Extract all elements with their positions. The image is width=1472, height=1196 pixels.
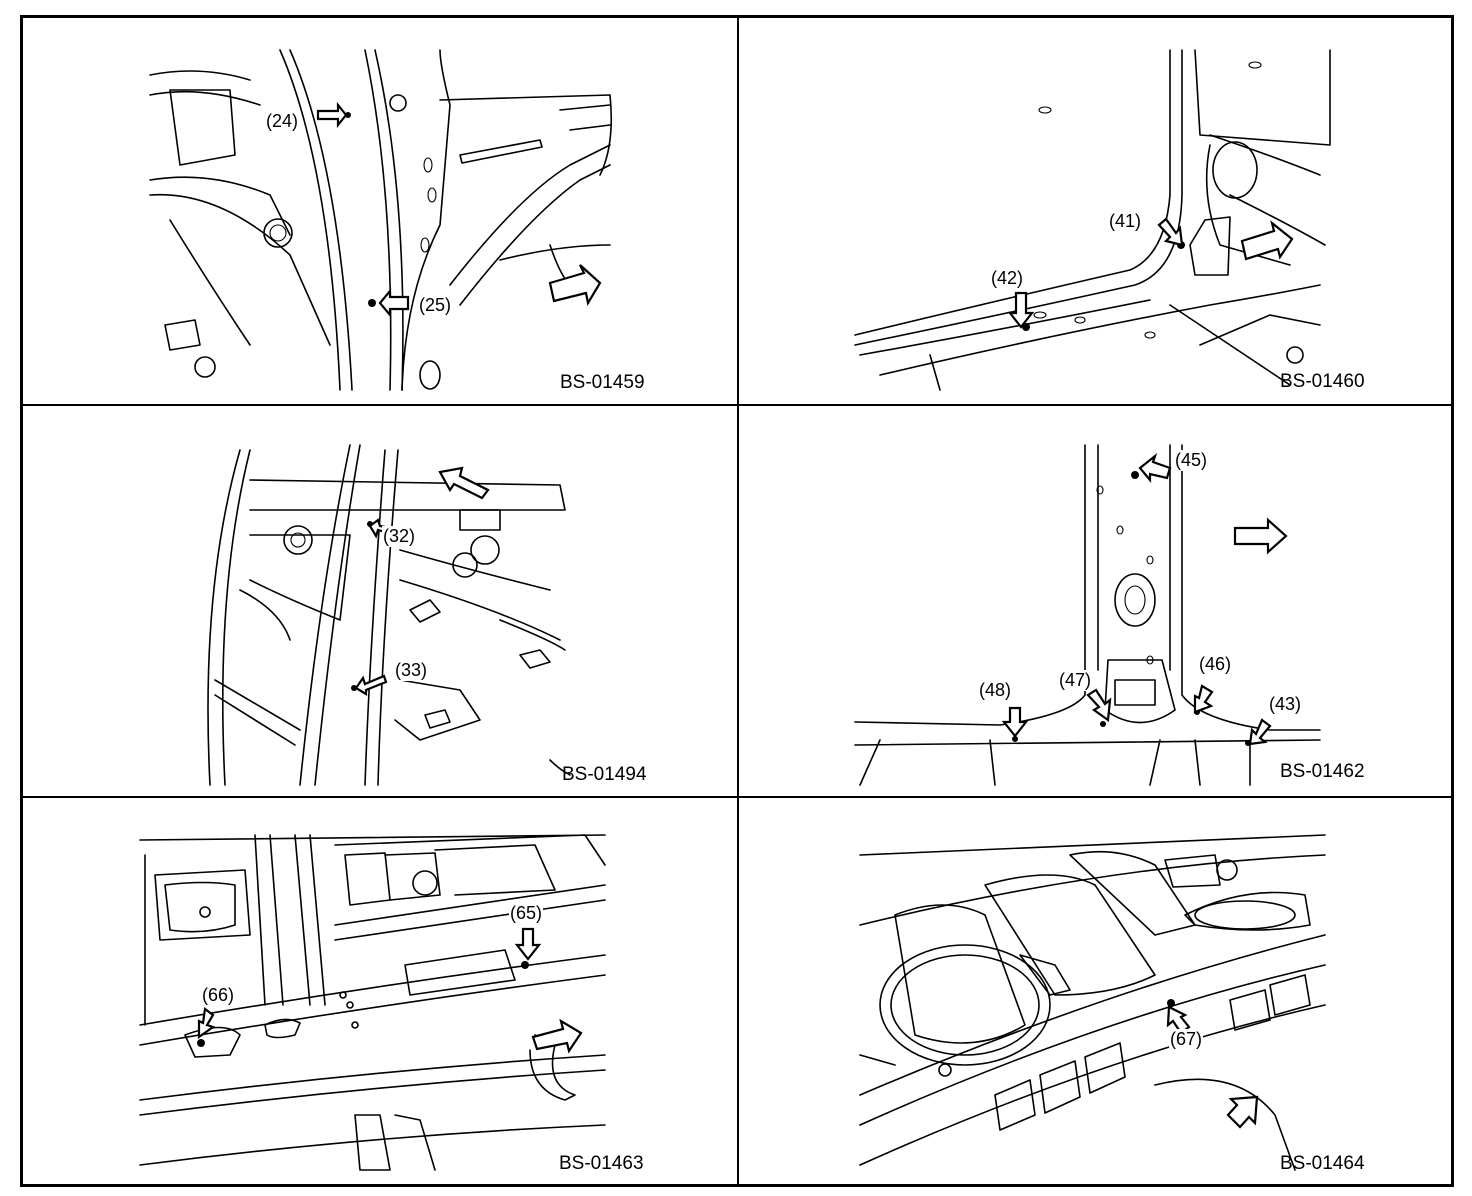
sill-drawing	[854, 49, 1331, 391]
callout-41: (41)	[1108, 211, 1143, 232]
callout-65: (65)	[509, 903, 544, 924]
callout-24: (24)	[265, 111, 300, 132]
panel-bs-01460: (41) (42) BS-01460	[850, 45, 1370, 395]
callout-43: (43)	[1268, 694, 1303, 715]
callout-67: (67)	[1169, 1029, 1204, 1050]
panel-bs-01463: (65) (66) BS-01463	[135, 825, 655, 1175]
diagram-code: BS-01494	[562, 764, 647, 785]
diagram-code: BS-01460	[1280, 371, 1365, 392]
diagram-code: BS-01463	[559, 1153, 644, 1174]
pillar-drawing	[149, 49, 613, 391]
callout-45: (45)	[1174, 450, 1209, 471]
callout-46: (46)	[1198, 654, 1233, 675]
diagram-code: BS-01459	[560, 372, 645, 393]
callout-33: (33)	[394, 660, 429, 681]
pillar-interior-drawing	[207, 444, 571, 786]
rear-floor-drawing	[859, 834, 1326, 1171]
callout-66: (66)	[201, 985, 236, 1006]
callout-42: (42)	[990, 268, 1025, 289]
diagram-code: BS-01462	[1280, 761, 1365, 782]
callout-32: (32)	[382, 526, 417, 547]
callout-48: (48)	[978, 680, 1013, 701]
panel-bs-01464: (67) BS-01464	[855, 825, 1375, 1175]
panel-bs-01459: (24) (25) BS-01459	[140, 45, 660, 395]
callout-25: (25)	[418, 295, 453, 316]
row-divider-1	[20, 404, 1454, 406]
row-divider-2	[20, 796, 1454, 798]
b-pillar-base-drawing	[854, 444, 1321, 786]
callout-47: (47)	[1058, 670, 1093, 691]
diagram-code: BS-01464	[1280, 1153, 1365, 1174]
column-divider	[737, 15, 739, 1187]
panel-bs-01494: (32) (33) BS-01494	[170, 440, 670, 790]
floor-rail-drawing	[139, 834, 606, 1171]
panel-bs-01462: (45) (48) (47) (46) (43) BS-01462	[850, 440, 1370, 790]
